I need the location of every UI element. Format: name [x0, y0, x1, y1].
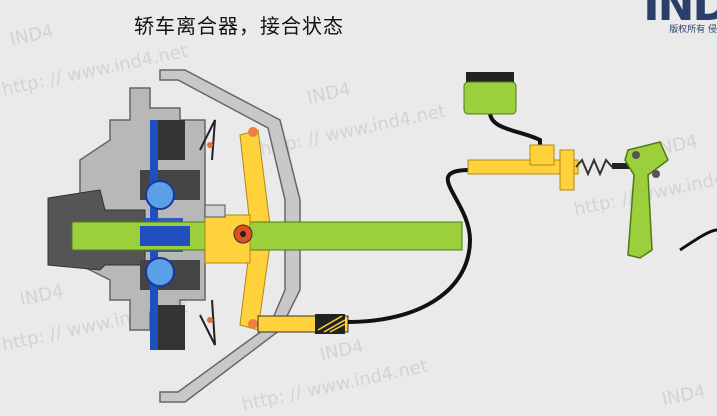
- clutch-pedal: [624, 141, 717, 259]
- reservoir-line: [488, 111, 542, 155]
- brand-logo: IND 版权所有 侵: [643, 0, 717, 40]
- diaphragm-spring: [199, 119, 216, 346]
- slave-cylinder: [257, 314, 349, 334]
- clutch-cover: [159, 69, 301, 403]
- logo-letters: IND: [643, 0, 717, 31]
- release-fork: [239, 127, 271, 331]
- input-shaft: [71, 221, 463, 251]
- release-bearing: [204, 204, 253, 264]
- logo-caption: 版权所有 侵: [669, 25, 717, 35]
- master-cylinder: [467, 144, 638, 191]
- hydraulic-line: [347, 168, 473, 324]
- fluid-reservoir: [463, 72, 517, 115]
- page-title: 轿车离合器，接合状态: [134, 14, 344, 38]
